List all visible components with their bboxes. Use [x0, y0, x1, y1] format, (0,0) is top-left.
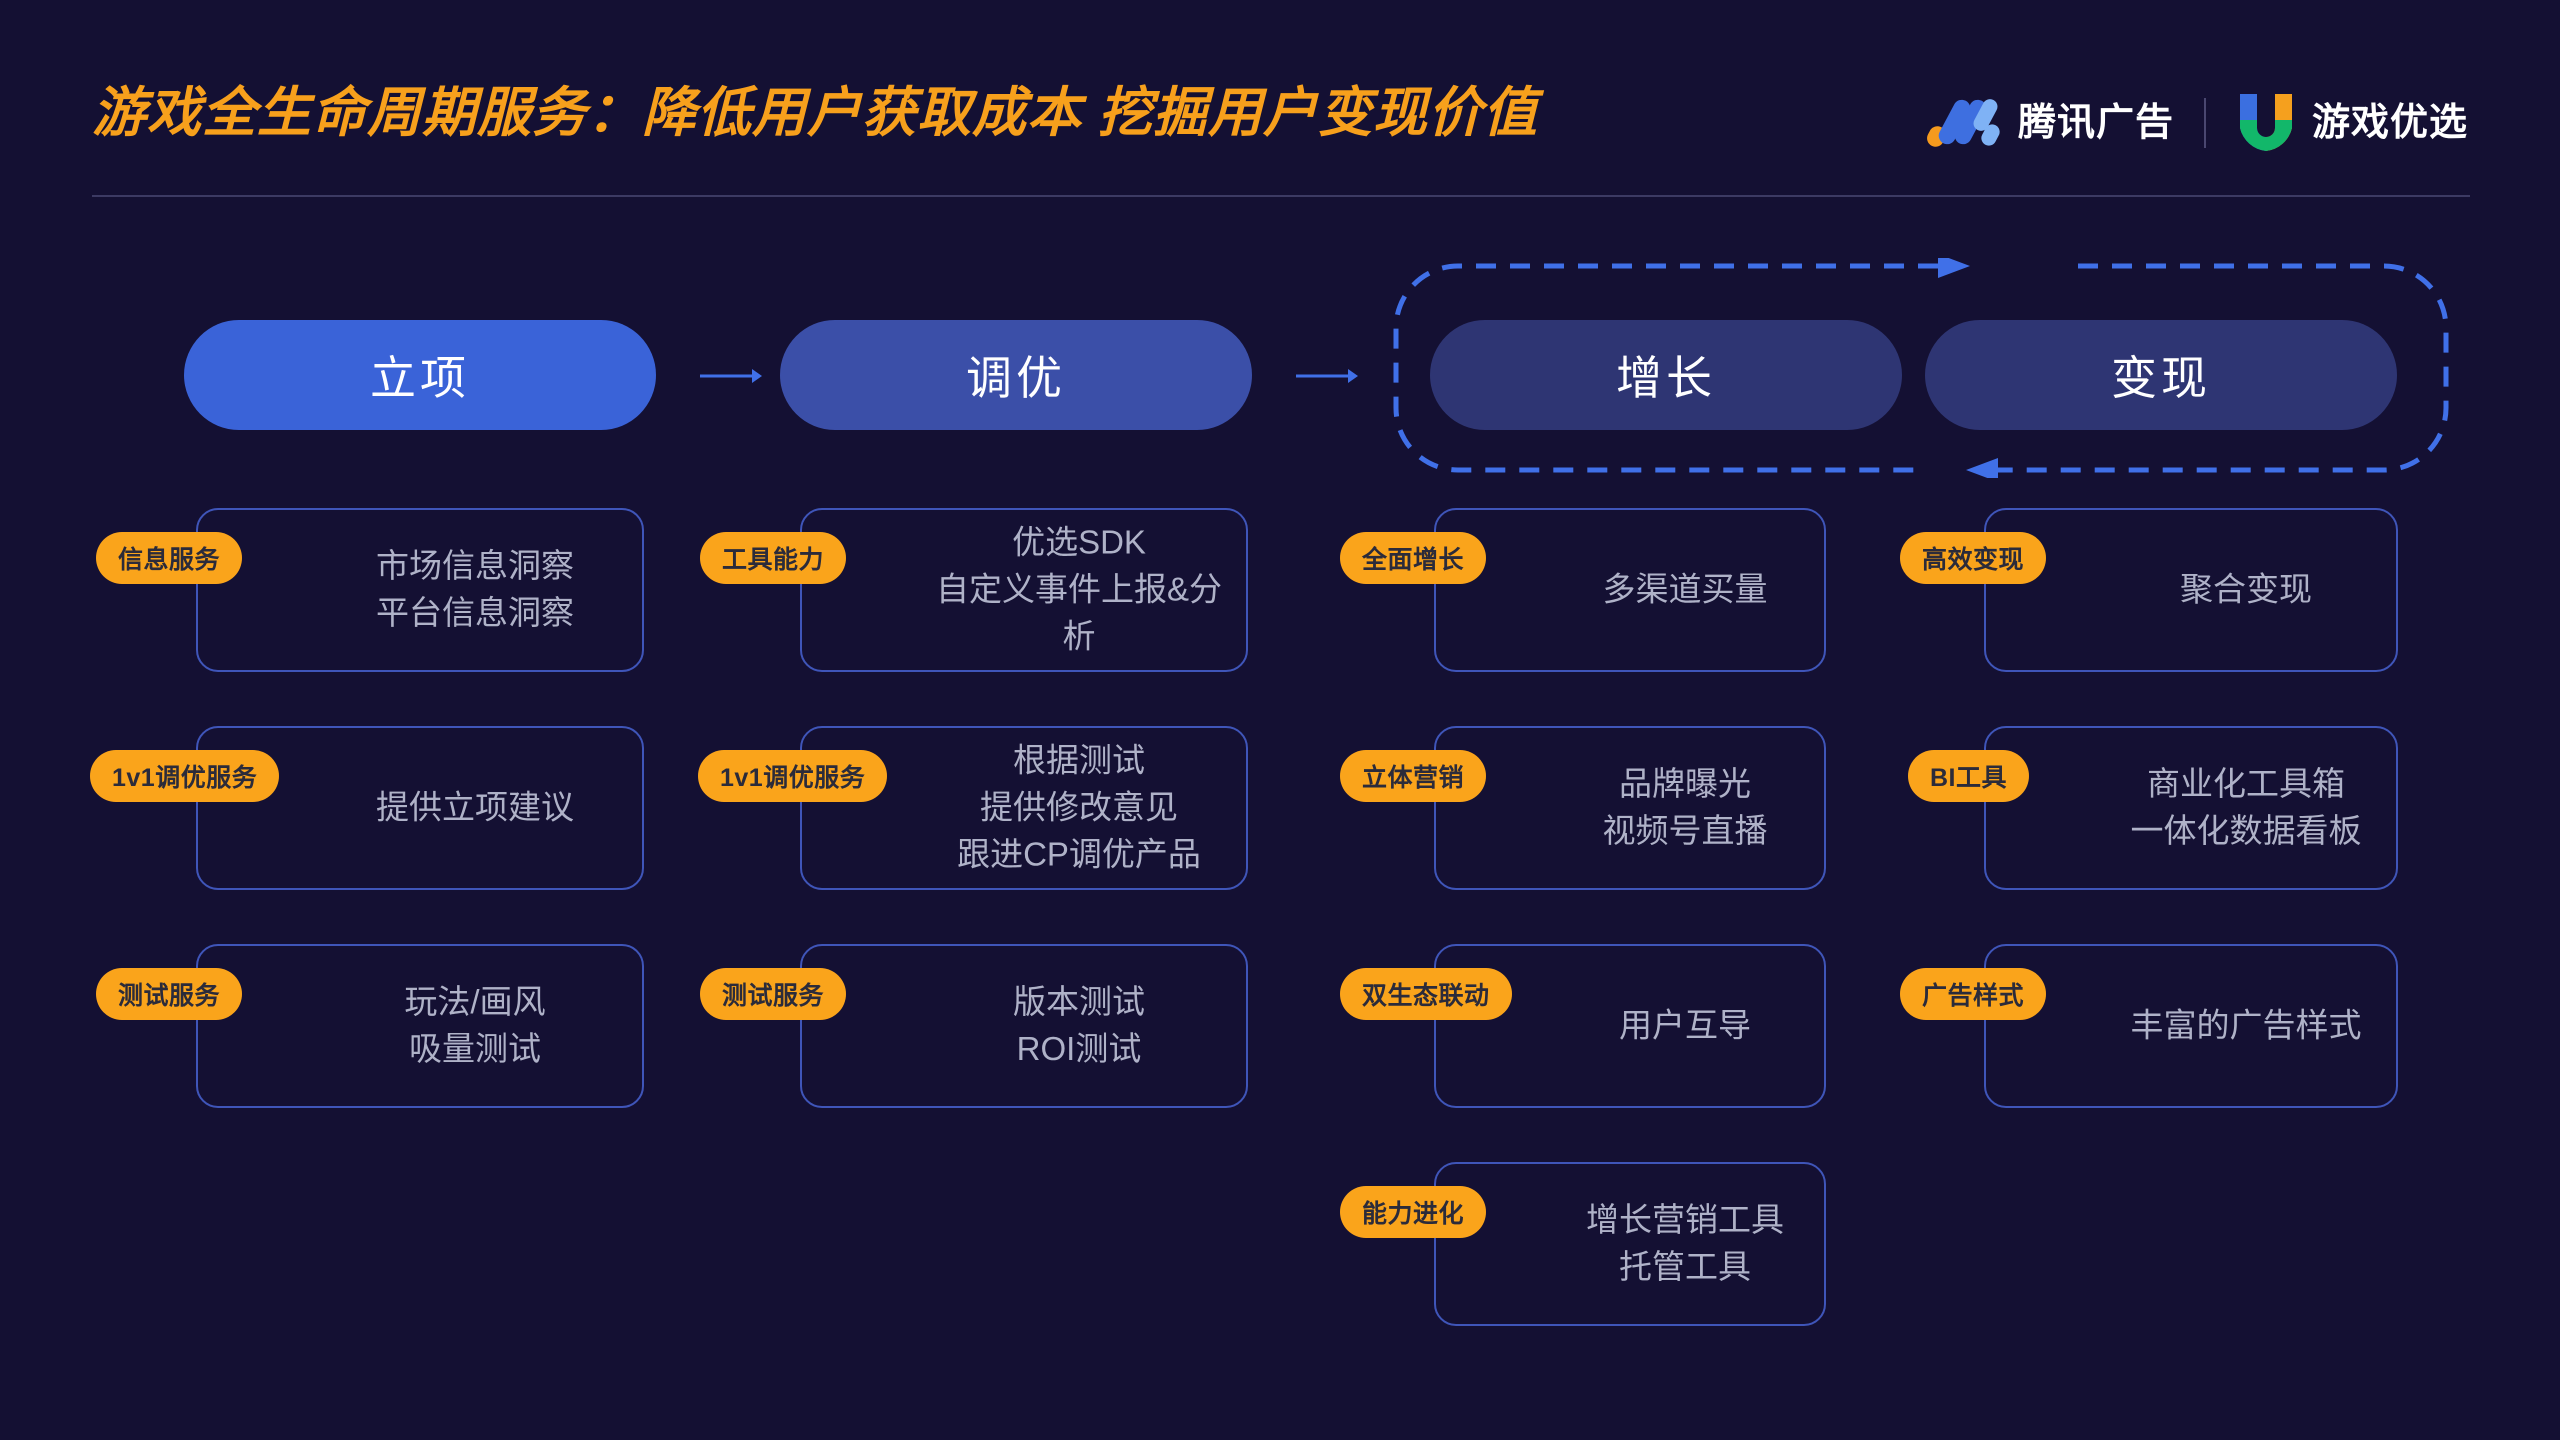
card-text: 优选SDK 自定义事件上报&分析	[935, 523, 1222, 655]
card-text: 提供立项建议	[376, 788, 574, 826]
stage-label: 增长	[1616, 352, 1716, 404]
stage-pill-bianxian[interactable]: 变现	[1925, 320, 2397, 430]
youxi-youxuan-logo-icon	[2236, 90, 2296, 157]
card-text: 玩法/画风 吸量测试	[404, 983, 546, 1067]
card-tag: 工具能力	[700, 532, 847, 584]
card[interactable]: 提供立项建议	[196, 726, 644, 890]
card[interactable]: 商业化工具箱 一体化数据看板	[1984, 726, 2398, 890]
card-text: 版本测试 ROI测试	[1013, 983, 1145, 1067]
card[interactable]: 增长营销工具 托管工具	[1434, 1162, 1826, 1326]
card-text: 商业化工具箱 一体化数据看板	[2130, 765, 2362, 849]
card[interactable]: 聚合变现	[1984, 508, 2398, 672]
connector-arrow-icon-1	[700, 368, 762, 384]
card[interactable]: 品牌曝光 视频号直播	[1434, 726, 1826, 890]
card-tag: 1v1调优服务	[90, 750, 280, 802]
card[interactable]: 根据测试 提供修改意见 跟进CP调优产品	[800, 726, 1248, 890]
brand-youxi-youxuan: 游戏优选	[2236, 88, 2468, 158]
growth-monetization-cycle-loop-icon	[1378, 254, 2464, 482]
card-tag: 立体营销	[1340, 750, 1487, 802]
card[interactable]: 多渠道买量	[1434, 508, 1826, 672]
card-tag: 测试服务	[700, 968, 847, 1020]
brand-row: 腾讯广告 游戏优选	[1926, 88, 2468, 158]
stage-pill-zengzhang[interactable]: 增长	[1430, 320, 1902, 430]
card-text: 用户互导	[1619, 1006, 1751, 1044]
stage-label: 调优	[966, 352, 1066, 404]
card-tag: BI工具	[1908, 750, 2030, 802]
connector-arrow-icon-2	[1296, 368, 1358, 384]
card[interactable]: 优选SDK 自定义事件上报&分析	[800, 508, 1248, 672]
stage-label: 立项	[370, 352, 470, 404]
page-title: 游戏全生命周期服务：降低用户获取成本 挖掘用户变现价值	[92, 83, 1539, 143]
card-tag: 能力进化	[1340, 1186, 1487, 1238]
card[interactable]: 市场信息洞察 平台信息洞察	[196, 508, 644, 672]
card-text: 市场信息洞察 平台信息洞察	[376, 547, 574, 631]
card-text: 丰富的广告样式	[2130, 1006, 2362, 1044]
card-tag: 信息服务	[96, 532, 243, 584]
brand-label-youxi-youxuan: 游戏优选	[2311, 102, 2468, 144]
stage-pill-tiaoyou[interactable]: 调优	[780, 320, 1252, 430]
header-divider	[92, 195, 2470, 197]
card-tag: 1v1调优服务	[698, 750, 888, 802]
card-text: 增长营销工具 托管工具	[1586, 1201, 1784, 1285]
card-tag: 广告样式	[1900, 968, 2047, 1020]
card-text: 多渠道买量	[1602, 570, 1768, 608]
stage-pill-lixiang[interactable]: 立项	[184, 320, 656, 430]
brand-tencent-ads: 腾讯广告	[1926, 88, 2174, 158]
header: 游戏全生命周期服务：降低用户获取成本 挖掘用户变现价值 腾讯	[0, 0, 2560, 197]
card-text: 根据测试 提供修改意见 跟进CP调优产品	[957, 741, 1201, 873]
tencent-ads-logo-icon	[1926, 94, 2002, 153]
card-tag: 高效变现	[1900, 532, 2047, 584]
card-text: 品牌曝光 视频号直播	[1602, 765, 1768, 849]
card[interactable]: 用户互导	[1434, 944, 1826, 1108]
card-tag: 全面增长	[1340, 532, 1487, 584]
card[interactable]: 玩法/画风 吸量测试	[196, 944, 644, 1108]
brand-separator	[2203, 98, 2206, 148]
card-text: 聚合变现	[2180, 570, 2312, 608]
card-tag: 测试服务	[96, 968, 243, 1020]
stage-label: 变现	[2111, 352, 2211, 404]
brand-label-tencent-ads: 腾讯广告	[2017, 102, 2174, 144]
card[interactable]: 版本测试 ROI测试	[800, 944, 1248, 1108]
card-tag: 双生态联动	[1340, 968, 1512, 1020]
card[interactable]: 丰富的广告样式	[1984, 944, 2398, 1108]
